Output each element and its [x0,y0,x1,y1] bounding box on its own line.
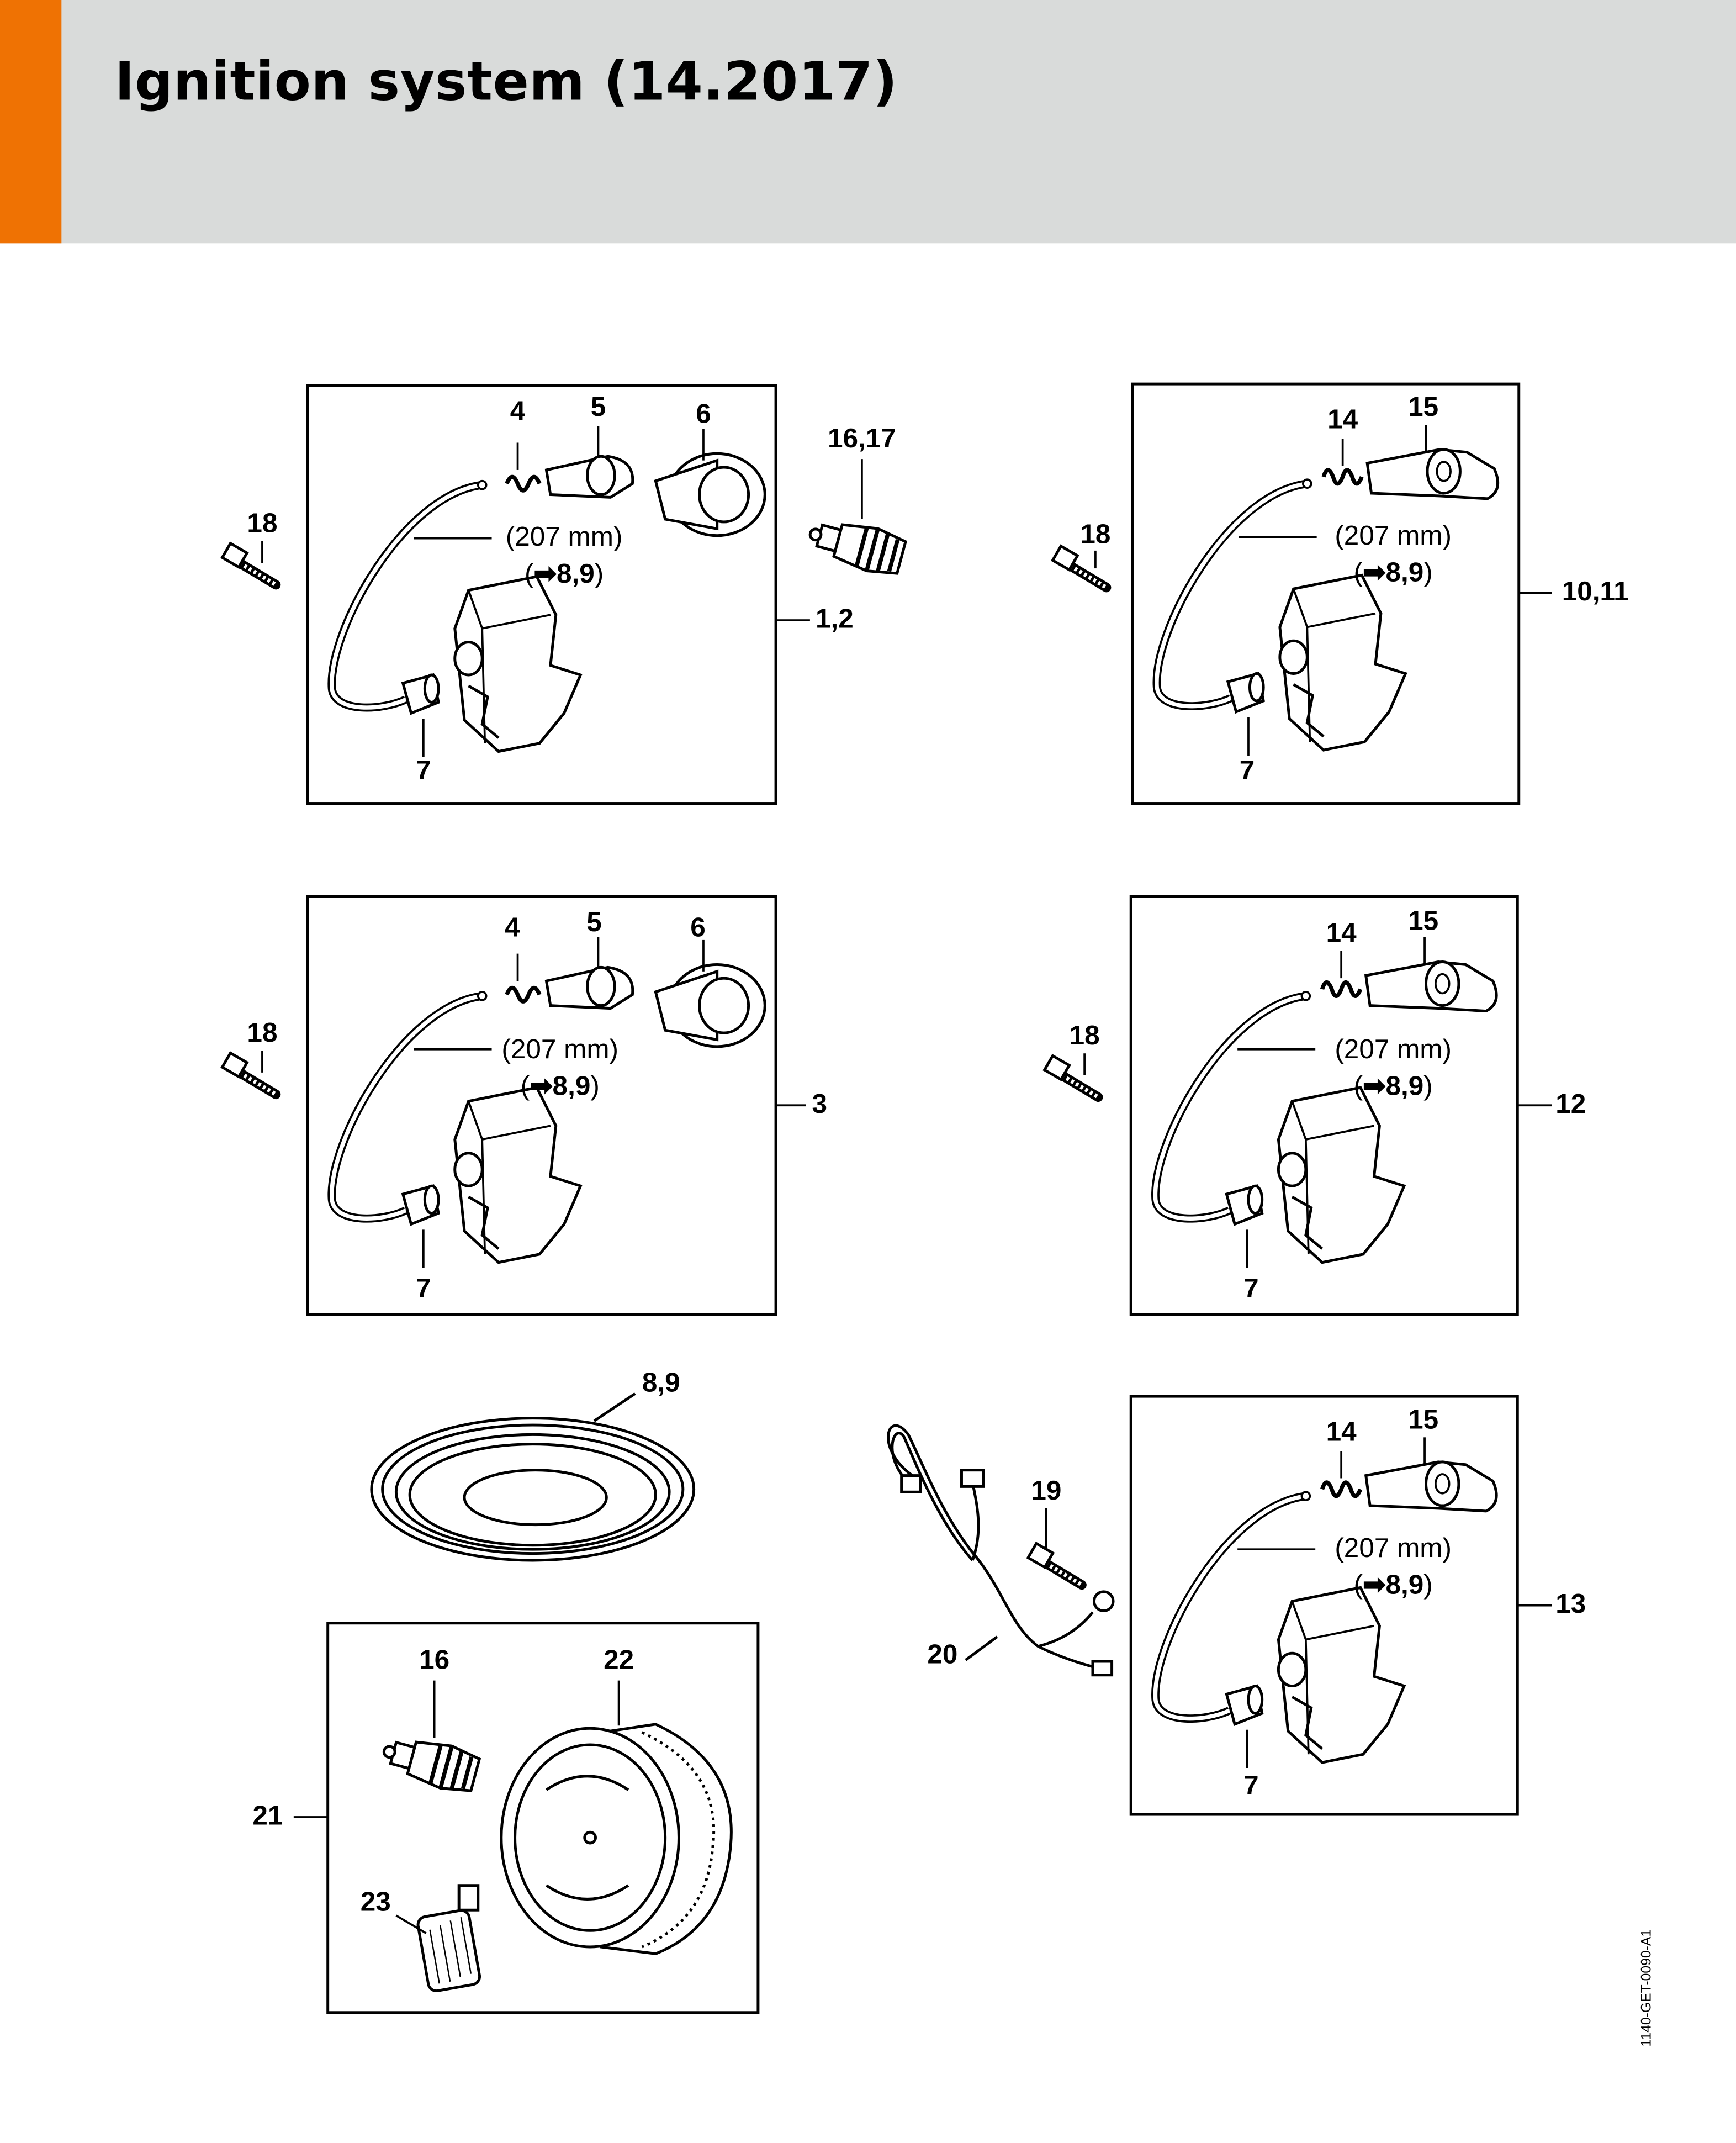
callout-14: 14 [1326,919,1357,949]
see-reference: (➡8,9) [1353,1570,1433,1601]
see-reference: (➡8,9) [520,1072,600,1102]
callout-13: 13 [1555,1590,1586,1620]
callout-8-9: 8,9 [642,1368,680,1398]
wiring-harness [887,1424,1115,1677]
module-group-3 [306,895,777,1316]
header-accent [0,0,62,244]
see-reference: (➡8,9) [1353,1072,1433,1102]
callout-15: 15 [1408,1405,1439,1435]
callout-16-17: 16,17 [827,424,896,455]
callout-6: 6 [696,399,711,430]
callout-12: 12 [1555,1089,1586,1120]
fuel-filter [395,1884,481,1993]
module-group-4 [1129,895,1519,1316]
header-bar [0,0,1736,244]
arrow-right-icon: ➡ [1363,558,1386,588]
page-title: Ignition system (14.2017) [114,52,898,114]
callout-14: 14 [1326,1417,1357,1448]
module-group-2 [1131,382,1521,805]
arrow-right-icon: ➡ [530,1072,553,1102]
callout-7: 7 [416,756,431,787]
length-note: (207 mm) [1335,1034,1452,1065]
callout-23: 23 [360,1887,391,1918]
callout-18: 18 [247,1018,278,1049]
callout-7: 7 [1243,1274,1259,1305]
module-group-1 [306,384,777,805]
callout-5: 5 [590,393,606,423]
length-note: (207 mm) [1335,521,1452,552]
callout-14: 14 [1327,405,1358,435]
arrow-right-icon: ➡ [1363,1570,1386,1601]
callout-10-11: 10,11 [1562,577,1629,608]
callout-18: 18 [1080,520,1111,550]
callout-7: 7 [1239,756,1255,787]
callout-18: 18 [247,509,278,539]
see-reference: (➡8,9) [1353,558,1433,588]
drawing-code: 1140-GET-0090-A1 [1639,1929,1655,2047]
callout-1-2: 1,2 [816,604,854,635]
ignition-cable-coil [370,1392,696,1562]
arrow-right-icon: ➡ [533,559,557,590]
callout-22: 22 [604,1645,634,1676]
length-note: (207 mm) [505,522,623,553]
arrow-right-icon: ➡ [1363,1072,1386,1102]
see-reference: (➡8,9) [524,559,604,590]
callout-7: 7 [1243,1771,1259,1802]
callout-16: 16 [419,1645,450,1676]
air-filter [500,1680,733,1955]
callout-19: 19 [1031,1476,1062,1507]
callout-21: 21 [252,1801,283,1831]
length-note: (207 mm) [1335,1533,1452,1564]
length-note: (207 mm) [501,1034,619,1065]
callout-7: 7 [416,1274,431,1305]
callout-3: 3 [812,1089,827,1120]
callout-18: 18 [1069,1021,1100,1052]
callout-15: 15 [1408,393,1439,423]
module-group-5 [1129,1395,1519,1816]
callout-15: 15 [1408,906,1439,937]
callout-4: 4 [510,397,526,427]
callout-20: 20 [927,1640,958,1671]
callout-6: 6 [690,913,706,944]
callout-4: 4 [504,913,520,944]
callout-5: 5 [586,907,602,938]
